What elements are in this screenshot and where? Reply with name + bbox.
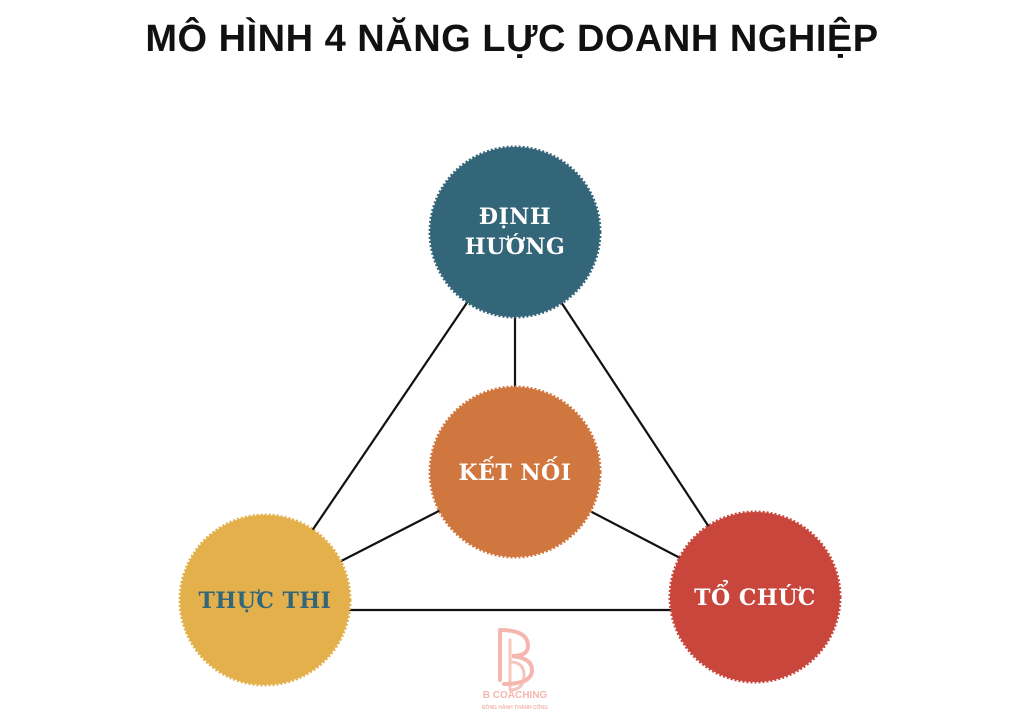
node-dinh-huong-line2: HƯỚNG: [465, 233, 566, 260]
b-monogram-icon: [498, 628, 535, 692]
b-coaching-logo: B COACHING ĐỒNG HÀNH THÀNH CÔNG: [482, 628, 548, 711]
node-thuc-thi-circle: [178, 513, 352, 687]
node-to-chuc-label: TỔ CHỨC: [694, 579, 816, 611]
node-ket-noi-label: KẾT NỐI: [459, 456, 572, 486]
logo-tagline: ĐỒNG HÀNH THÀNH CÔNG: [482, 703, 548, 711]
node-thuc-thi: THỰC THI: [178, 513, 352, 687]
node-ket-noi: KẾT NỐI: [428, 385, 602, 559]
node-dinh-huong: ĐỊNH HƯỚNG: [428, 145, 602, 319]
node-to-chuc-circle: [668, 510, 842, 684]
node-dinh-huong-circle: [428, 145, 602, 319]
node-to-chuc: TỔ CHỨC: [668, 510, 842, 684]
logo-name: B COACHING: [483, 690, 548, 701]
node-dinh-huong-line1: ĐỊNH: [479, 204, 551, 230]
node-thuc-thi-label: THỰC THI: [199, 588, 332, 614]
page-title: MÔ HÌNH 4 NĂNG LỰC DOANH NGHIỆP: [145, 18, 879, 60]
node-ket-noi-circle: [428, 385, 602, 559]
